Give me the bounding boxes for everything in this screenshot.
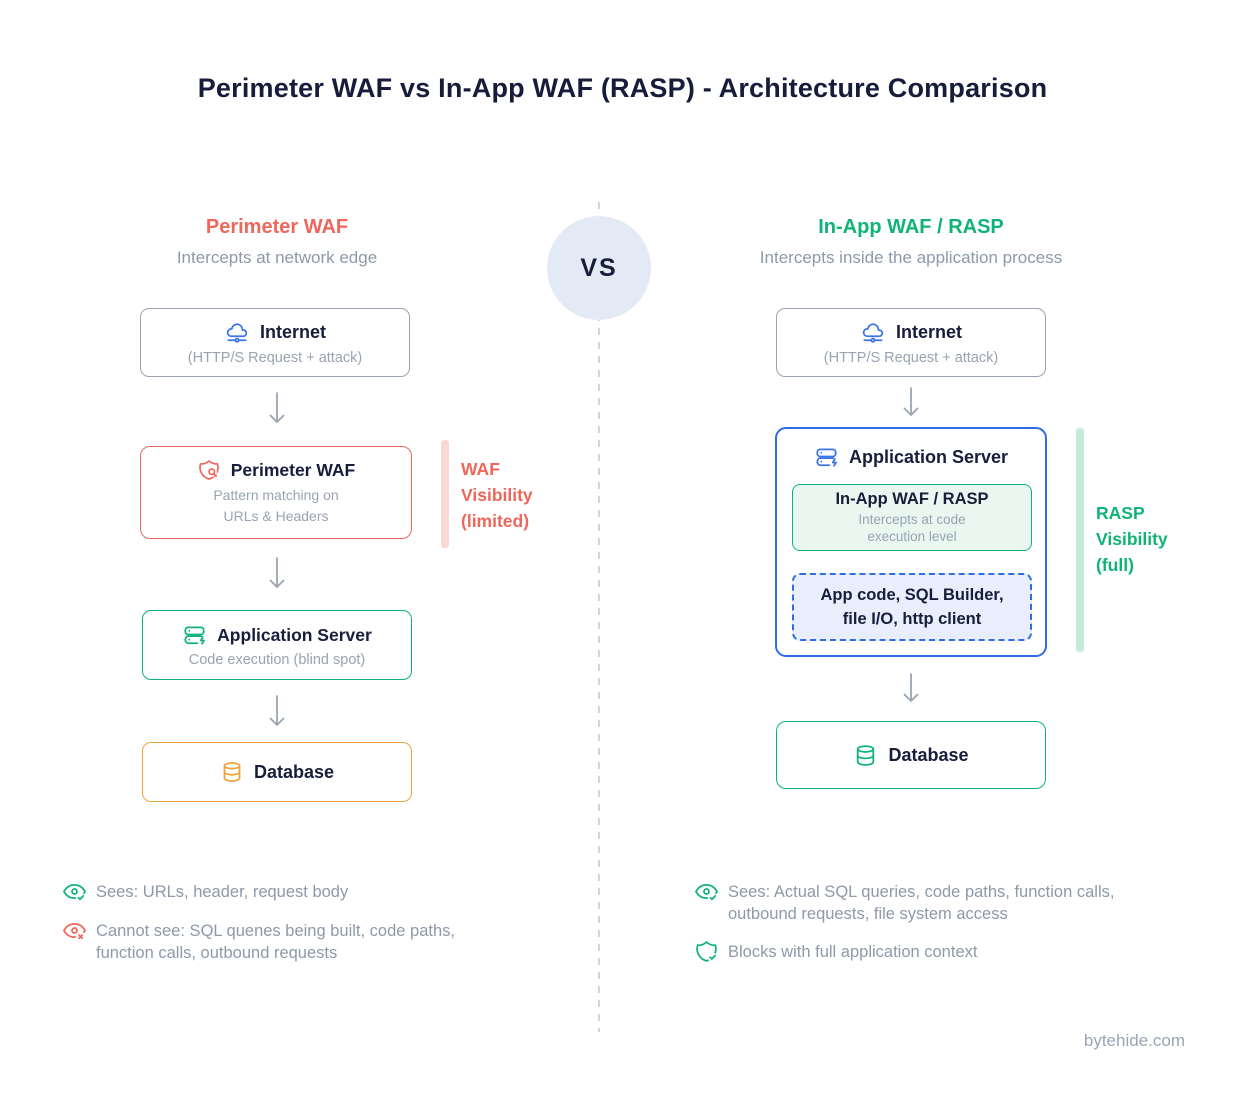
note-sees-right-line2: outbound requests, file system access: [728, 905, 1008, 923]
rasp-visibility-line1: RASP: [1096, 503, 1145, 523]
note-cannot-see-line1: Cannot see: SQL quenes being built, code…: [96, 922, 455, 940]
perimeter-waf-title: Perimeter WAF: [230, 459, 356, 480]
internet-title-right: Internet: [895, 322, 962, 342]
left-column-subtitle: Intercepts at network edge: [176, 248, 378, 267]
server-bolt-icon: [182, 623, 207, 648]
internet-box-right: Internet (HTTP/S Request + attack): [776, 308, 1046, 377]
app-code-line2: file I/O, http client: [842, 610, 982, 628]
internet-box-left: Internet (HTTP/S Request + attack): [140, 308, 410, 377]
rasp-visibility-line3: (full): [1096, 555, 1134, 575]
arrow-down-icon: [266, 556, 288, 590]
app-code-box: App code, SQL Builder, file I/O, http cl…: [792, 573, 1032, 641]
left-notes: Sees: URLs, header, request body Cannot …: [62, 881, 602, 964]
rasp-visibility-bar: [1076, 428, 1084, 652]
internet-subtitle-left: (HTTP/S Request + attack): [187, 349, 363, 366]
database-box-right: Database: [776, 721, 1046, 789]
app-server-title-left: Application Server: [217, 624, 372, 645]
perimeter-waf-box: Perimeter WAF Pattern matching on URLs &…: [140, 446, 412, 539]
rasp-visibility-label: RASP Visibility (full): [1096, 500, 1168, 578]
database-box-left: Database: [142, 742, 412, 802]
cloud-network-icon: [860, 320, 886, 346]
eye-check-icon: [694, 879, 719, 904]
app-server-box-left: Application Server Code execution (blind…: [142, 610, 412, 680]
database-icon: [853, 743, 878, 768]
note-sees-right: Sees: Actual SQL queries, code paths, fu…: [694, 881, 1234, 925]
note-sees-left-line1: Sees: URLs, header, request body: [96, 883, 349, 901]
note-cannot-see-line2: function calls, outbound requests: [96, 944, 338, 962]
note-blocks-line1: Blocks with full application context: [728, 943, 978, 961]
note-sees-left: Sees: URLs, header, request body: [62, 881, 602, 904]
footer-brand: bytehide.com: [1083, 1031, 1185, 1050]
internet-subtitle-right: (HTTP/S Request + attack): [823, 349, 999, 366]
in-app-waf-rasp-title: In-App WAF / RASP: [835, 490, 989, 508]
vs-label: VS: [580, 253, 618, 282]
rasp-visibility-line2: Visibility: [1096, 529, 1168, 549]
in-app-waf-rasp-box: In-App WAF / RASP Intercepts at code exe…: [792, 484, 1032, 551]
eye-x-icon: [62, 918, 87, 943]
in-app-waf-rasp-subtitle-line1: Intercepts at code: [858, 512, 966, 527]
server-bolt-icon: [814, 445, 839, 470]
eye-check-icon: [62, 879, 87, 904]
arrow-down-icon: [900, 672, 922, 704]
waf-visibility-bar: [441, 440, 449, 548]
vs-badge: VS: [547, 216, 651, 320]
app-server-box-right: Application Server In-App WAF / RASP Int…: [775, 427, 1047, 657]
cloud-network-icon: [224, 320, 250, 346]
waf-visibility-line3: (limited): [461, 511, 530, 531]
page-title: Perimeter WAF vs In-App WAF (RASP) - Arc…: [197, 73, 1048, 103]
database-title-right: Database: [888, 744, 969, 765]
right-column-subtitle: Intercepts inside the application proces…: [759, 248, 1063, 267]
in-app-waf-rasp-subtitle-line2: execution level: [867, 529, 957, 544]
perimeter-waf-subtitle-line2: URLs & Headers: [223, 508, 329, 524]
internet-title-left: Internet: [259, 322, 326, 342]
shield-check-icon: [694, 939, 719, 964]
database-title-left: Database: [253, 761, 335, 782]
note-cannot-see-left: Cannot see: SQL quenes being built, code…: [62, 920, 602, 964]
shield-search-icon: [197, 458, 221, 482]
app-server-title-right: Application Server: [848, 447, 1009, 467]
waf-visibility-line1: WAF: [461, 459, 500, 479]
waf-visibility-line2: Visibility: [461, 485, 533, 505]
right-notes: Sees: Actual SQL queries, code paths, fu…: [694, 881, 1234, 964]
arrow-down-icon: [900, 386, 922, 418]
arrow-down-icon: [266, 694, 288, 728]
arrow-down-icon: [266, 391, 288, 425]
database-icon: [220, 760, 244, 784]
note-sees-right-line1: Sees: Actual SQL queries, code paths, fu…: [728, 883, 1115, 901]
note-blocks: Blocks with full application context: [694, 941, 1234, 964]
app-code-line1: App code, SQL Builder,: [820, 586, 1004, 604]
app-server-subtitle-left: Code execution (blind spot): [188, 651, 366, 668]
left-column-title: Perimeter WAF: [205, 216, 349, 238]
right-column-title: In-App WAF / RASP: [818, 216, 1004, 238]
center-divider: [598, 202, 600, 1032]
perimeter-waf-subtitle-line1: Pattern matching on: [213, 487, 339, 503]
waf-visibility-label: WAF Visibility (limited): [461, 456, 533, 534]
